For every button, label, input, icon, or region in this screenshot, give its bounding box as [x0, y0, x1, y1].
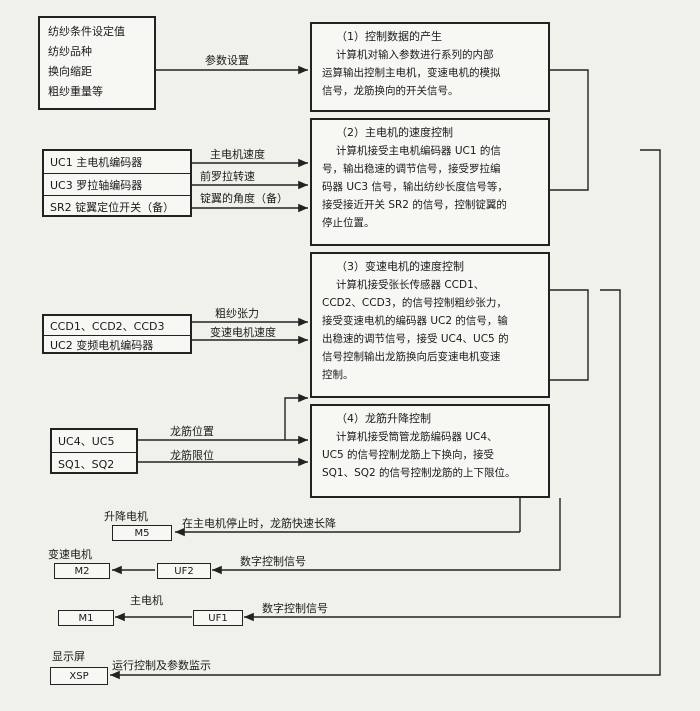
- label-var-motor-speed: 变速电机速度: [210, 326, 276, 339]
- input-cell: UC1 主电机编码器: [50, 156, 143, 169]
- var-motor-label: 变速电机: [48, 548, 92, 561]
- uf2-box: UF2: [157, 563, 211, 579]
- input-box-encoders: UC1 主电机编码器 UC3 罗拉轴编码器 SR2 锭翼定位开关（备）: [42, 149, 192, 217]
- label-param-set: 参数设置: [205, 54, 249, 67]
- input-cell: UC4、UC5: [58, 435, 115, 448]
- label-digital-2: 数字控制信号: [262, 602, 328, 615]
- display-box: XSP: [50, 667, 108, 685]
- lift-motor-box: M5: [112, 525, 172, 541]
- main-motor-label: 主电机: [130, 594, 163, 607]
- process-title: （1）控制数据的产生: [336, 30, 442, 43]
- label-bobbin-limit: 龙筋限位: [170, 449, 214, 462]
- process-box-1: （1）控制数据的产生 计算机对输入参数进行系列的内部 运算输出控制主电机，变速电…: [310, 22, 550, 112]
- label-roving-tension: 粗纱张力: [215, 307, 259, 320]
- input-cell: SR2 锭翼定位开关（备）: [44, 195, 190, 217]
- main-motor-box: M1: [58, 610, 114, 626]
- uf1-box: UF1: [193, 610, 243, 626]
- label-run-ctrl: 运行控制及参数监示: [112, 659, 211, 672]
- input-label: 粗纱重量等: [48, 85, 103, 98]
- input-box-bobbin: UC4、UC5 SQ1、SQ2: [50, 428, 138, 474]
- process-title: （4）龙筋升降控制: [336, 412, 431, 425]
- lift-motor-label: 升降电机: [104, 510, 148, 523]
- label-stop-fast: 在主电机停止时，龙筋快速长降: [182, 517, 336, 530]
- input-label: 纺纱条件设定值: [48, 25, 125, 38]
- input-cell: UC2 变频电机编码器: [44, 335, 190, 354]
- arrow-to-uf2: [212, 498, 561, 575]
- process-title: （2）主电机的速度控制: [336, 126, 453, 139]
- input-box-settings: 纺纱条件设定值 纺纱品种 换向缩距 粗纱重量等: [38, 16, 156, 110]
- label-bobbin-pos: 龙筋位置: [170, 425, 214, 438]
- process-box-4: （4）龙筋升降控制 计算机接受筒管龙筋编码器 UC4、 UC5 的信号控制龙筋上…: [310, 404, 550, 498]
- arrow-to-uf1: [244, 289, 621, 622]
- input-label: 纺纱品种: [48, 45, 92, 58]
- input-label: 换向缩距: [48, 65, 92, 78]
- label-main-speed: 主电机速度: [210, 148, 265, 161]
- arrow-to-display: [110, 149, 661, 680]
- var-motor-box: M2: [54, 563, 110, 579]
- input-cell: SQ1、SQ2: [52, 452, 136, 474]
- process-box-2: （2）主电机的速度控制 计算机接受主电机编码器 UC1 的信 号，输出稳速的调节…: [310, 118, 550, 246]
- input-cell: CCD1、CCD2、CCD3: [50, 319, 165, 333]
- display-label: 显示屏: [52, 650, 85, 663]
- process-box-3: （3）变速电机的速度控制 计算机接受张长传感器 CCD1、 CCD2、CCD3，…: [310, 252, 550, 398]
- label-digital-1: 数字控制信号: [240, 555, 306, 568]
- input-box-ccd: CCD1、CCD2、CCD3 UC2 变频电机编码器: [42, 314, 192, 354]
- label-flyer-angle: 锭翼的角度（备）: [200, 192, 288, 205]
- label-front-roller: 前罗拉转速: [200, 170, 255, 183]
- input-cell: UC3 罗拉轴编码器: [44, 173, 190, 195]
- process-title: （3）变速电机的速度控制: [336, 260, 464, 273]
